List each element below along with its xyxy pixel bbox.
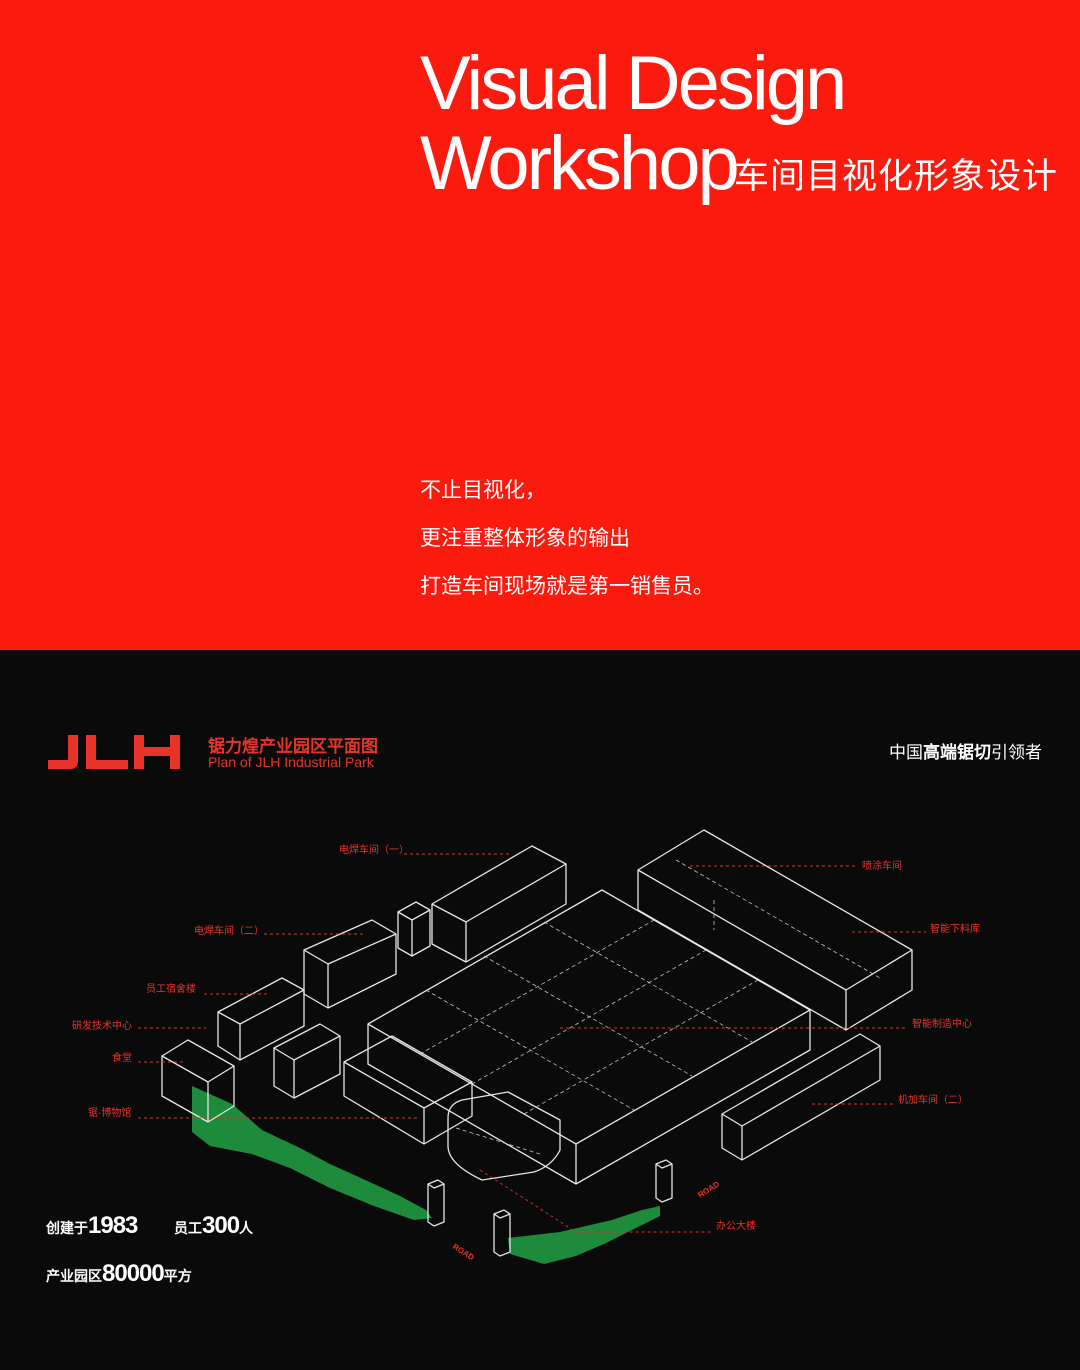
tagline-post: 引领者 — [991, 743, 1042, 762]
hero-section — [0, 0, 1080, 650]
jlh-logo — [48, 735, 180, 769]
label-rnd: 研发技术中心 — [72, 1019, 132, 1032]
slogan-line-1: 不止目视化， — [420, 479, 546, 502]
road-label-left: ROAD — [451, 1242, 476, 1262]
label-office: 办公大楼 — [716, 1219, 756, 1232]
hero-title-cn: 车间目视化形象设计 — [734, 157, 1059, 196]
park-plan-title: 锯力煌产业园区平面图 — [208, 737, 378, 756]
green-area-left — [192, 1086, 432, 1220]
building-rnd-center — [161, 1039, 235, 1123]
road-label-right: ROAD — [696, 1179, 721, 1199]
hero-title: Visual Design Workshop — [420, 41, 847, 206]
label-weld-2: 电焊车间（二） — [194, 924, 264, 937]
building-weld-2 — [303, 919, 397, 1009]
stat-founded-value: 1983 — [88, 1212, 138, 1239]
building-office — [447, 1091, 561, 1181]
building-paint-workshop — [637, 829, 913, 1031]
label-paint: 喷涂车间 — [862, 859, 902, 872]
tagline-bold: 高端锯切 — [923, 743, 991, 762]
green-area-right — [508, 1206, 660, 1264]
label-museum: 锯·博物馆 — [88, 1106, 131, 1119]
building-dorm — [217, 977, 305, 1061]
stat-staff-unit: 人 — [239, 1220, 254, 1236]
label-mfg: 智能制造中心 — [912, 1017, 972, 1030]
gate-post-left — [427, 1179, 445, 1227]
gate-post-mid — [493, 1209, 511, 1257]
stat-area-unit: 平方 — [163, 1268, 192, 1284]
stat-area: 产业园区80000平方 — [46, 1260, 192, 1288]
building-tower — [397, 901, 431, 957]
hero-title-line1: Visual Design — [420, 41, 847, 126]
stat-area-label: 产业园区 — [46, 1268, 102, 1284]
building-machining-2 — [721, 1033, 881, 1161]
gate-post-right — [655, 1159, 673, 1203]
label-canteen: 食堂 — [112, 1051, 132, 1064]
stat-founded: 创建于1983 — [46, 1212, 138, 1240]
stat-staff-value: 300 — [202, 1212, 240, 1239]
park-plan-subtitle: Plan of JLH Industrial Park — [208, 754, 374, 770]
tagline-pre: 中国 — [889, 743, 923, 762]
hero-title-line2: Workshop — [420, 121, 740, 206]
building-weld-1 — [431, 845, 567, 963]
building-main — [367, 889, 811, 1185]
label-machining-2: 机加车间（二） — [898, 1093, 968, 1106]
stat-staff-label: 员工 — [174, 1220, 202, 1236]
stat-area-value: 80000 — [102, 1260, 165, 1287]
label-cutting: 智能下料库 — [930, 922, 980, 935]
label-dorm: 员工宿舍楼 — [146, 982, 196, 995]
building-front — [343, 1035, 473, 1145]
tagline: 中国高端锯切引领者 — [889, 738, 1042, 763]
label-weld-1: 电焊车间（一） — [339, 843, 409, 856]
slogan-line-2: 更注重整体形象的输出 — [420, 527, 630, 550]
stat-staff: 员工300人 — [174, 1212, 253, 1240]
park-plan-drawing: 电焊车间（一） 喷涂车间 电焊车间（二） 智能下料库 员工宿舍楼 研发技术中心 … — [72, 829, 980, 1264]
slogan-line-3: 打造车间现场就是第一销售员。 — [420, 575, 714, 598]
stat-founded-label: 创建于 — [46, 1220, 88, 1236]
building-annex — [273, 1023, 341, 1099]
